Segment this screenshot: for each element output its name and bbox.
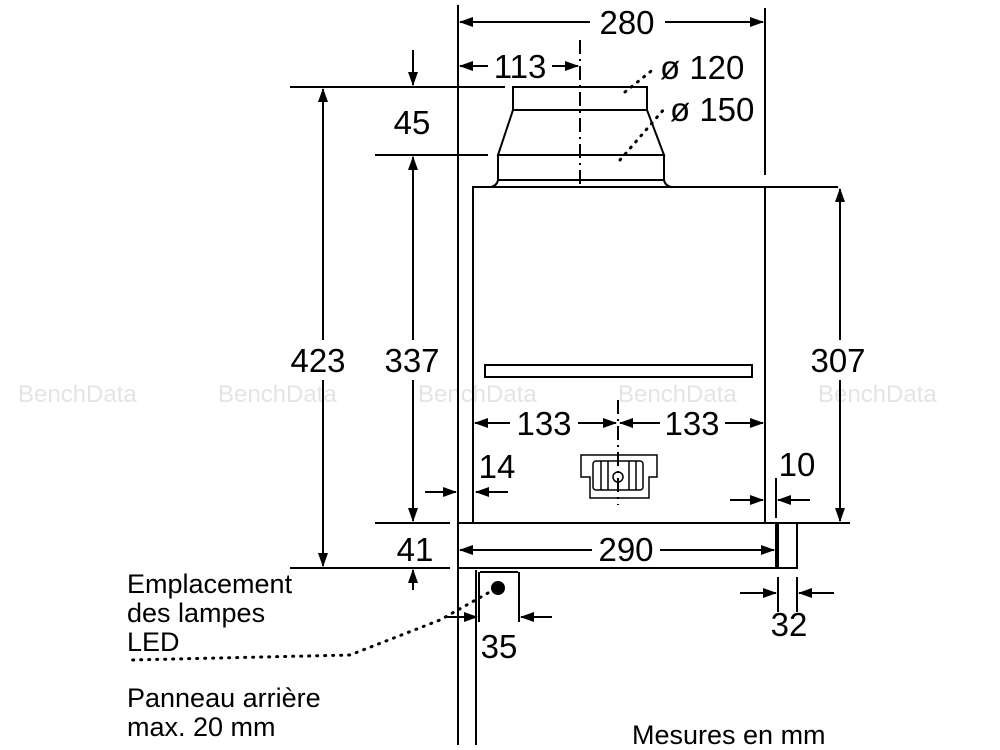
control-switch xyxy=(580,454,658,499)
dim-duct-offset: 113 xyxy=(494,48,547,85)
led-label-line1: Emplacement xyxy=(127,569,293,599)
watermark-text: BenchData xyxy=(818,381,937,408)
dim-width-total: 280 xyxy=(599,4,654,41)
filter-bar xyxy=(484,364,753,378)
dim-duct-inner: ø 120 xyxy=(660,49,744,86)
front-strip xyxy=(457,522,798,569)
dimension-lines xyxy=(290,17,850,622)
dim-height-without-duct: 337 xyxy=(384,342,439,379)
dim-front-depth: 32 xyxy=(771,606,808,643)
dim-strip-width: 290 xyxy=(598,531,653,568)
dim-led-offset: 35 xyxy=(481,628,518,665)
dim-strip-height: 41 xyxy=(397,531,434,568)
dim-left-gap: 14 xyxy=(479,448,516,485)
dim-total-height: 423 xyxy=(290,342,345,379)
annotations: Emplacement des lampes LED Panneau arriè… xyxy=(127,569,826,750)
watermark-text: BenchData xyxy=(418,381,537,408)
watermark-text: BenchData xyxy=(218,381,337,408)
watermark-text: BenchData xyxy=(18,381,137,408)
units-label: Mesures en mm xyxy=(632,720,826,750)
dimension-labels: 280 113 ø 120 ø 150 45 423 337 307 133 1… xyxy=(290,4,865,665)
panel-label-line2: max. 20 mm xyxy=(127,712,276,742)
watermark: BenchData BenchData BenchData BenchData … xyxy=(18,381,937,408)
dim-right-gap: 10 xyxy=(779,446,816,483)
panel-label-line1: Panneau arrière xyxy=(127,683,321,713)
dim-body-height: 307 xyxy=(810,342,865,379)
watermark-text: BenchData xyxy=(618,381,737,408)
dim-filter-left: 133 xyxy=(516,405,571,442)
back-panel xyxy=(457,5,766,745)
dim-duct-height: 45 xyxy=(394,104,431,141)
led-label-line2: des lampes xyxy=(127,598,265,628)
led-label-line3: LED xyxy=(127,627,180,657)
dim-filter-right: 133 xyxy=(664,405,719,442)
dim-duct-outer: ø 150 xyxy=(670,91,754,128)
led-location xyxy=(128,571,520,662)
